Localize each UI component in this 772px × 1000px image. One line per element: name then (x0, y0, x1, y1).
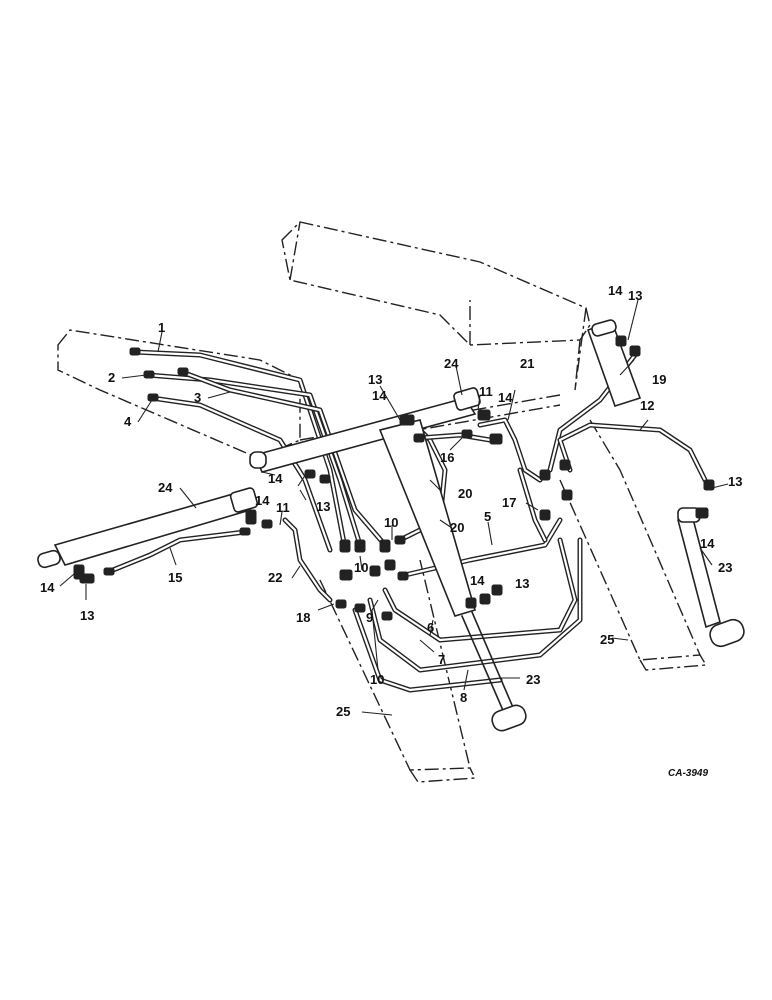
part-label-4: 4 (124, 414, 132, 429)
drawing-reference-code: CA-3949 (668, 768, 708, 779)
part-label-25: 25 (336, 704, 350, 719)
part-label-14: 14 (40, 580, 55, 595)
part-label-19: 19 (652, 372, 666, 387)
cylinders (37, 319, 745, 732)
part-label-14: 14 (608, 283, 623, 298)
upper-right-cylinder (586, 319, 642, 407)
part-label-7: 7 (438, 652, 445, 667)
part-label-16: 16 (440, 450, 454, 465)
part-label-3: 3 (194, 390, 201, 405)
part-label-11: 11 (276, 500, 290, 515)
part-label-11: 11 (479, 384, 493, 399)
part-label-13: 13 (80, 608, 94, 623)
part-label-14: 14 (255, 493, 270, 508)
part-label-13: 13 (316, 499, 330, 514)
right-tilt-cylinder (677, 507, 745, 648)
part-label-14: 14 (268, 471, 283, 486)
part-label-14: 14 (470, 573, 485, 588)
part-label-12: 12 (640, 398, 654, 413)
part-label-25: 25 (600, 632, 614, 647)
part-label-13: 13 (515, 576, 529, 591)
part-label-9: 9 (366, 610, 373, 625)
part-label-22: 22 (268, 570, 282, 585)
fittings (73, 335, 715, 621)
part-labels: 1 2 3 4 5 6 7 8 9 10 10 10 11 11 12 13 1… (40, 283, 742, 779)
part-label-1: 1 (158, 320, 165, 335)
part-label-24: 24 (444, 356, 459, 371)
leader-lines (59, 299, 729, 716)
part-label-2: 2 (108, 370, 115, 385)
part-label-10: 10 (370, 672, 384, 687)
part-label-23: 23 (526, 672, 540, 687)
part-label-8: 8 (460, 690, 467, 705)
part-label-13: 13 (368, 372, 382, 387)
part-label-5: 5 (484, 509, 491, 524)
part-label-14: 14 (700, 536, 715, 551)
part-label-21: 21 (520, 356, 534, 371)
part-label-6: 6 (427, 620, 434, 635)
part-label-10: 10 (354, 560, 368, 575)
part-label-23: 23 (718, 560, 732, 575)
loader-frame (57, 221, 708, 783)
part-label-13: 13 (628, 288, 642, 303)
part-label-20: 20 (450, 520, 464, 535)
part-label-15: 15 (168, 570, 182, 585)
part-label-24: 24 (158, 480, 173, 495)
part-label-10: 10 (384, 515, 398, 530)
part-label-14: 14 (498, 390, 513, 405)
part-label-18: 18 (296, 610, 310, 625)
upper-lift-cylinder (249, 387, 481, 473)
part-label-17: 17 (502, 495, 516, 510)
part-label-14: 14 (372, 388, 387, 403)
part-label-13: 13 (728, 474, 742, 489)
part-label-20: 20 (458, 486, 472, 501)
